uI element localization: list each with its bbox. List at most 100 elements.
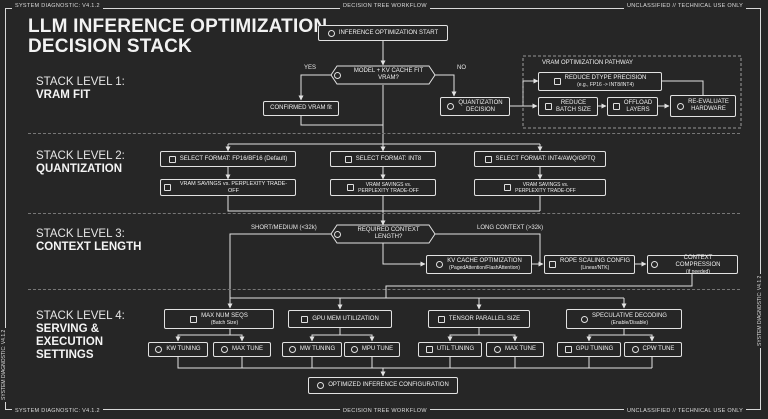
tradeoff-int8-text: VRAM SAVINGS vs. PERPLEXITY TRADE-OFF [358,182,419,194]
quantization-decision-text: QUANTIZATION DECISION [458,100,502,114]
gpu-tuning-node[interactable]: GPU TUNING [557,342,621,357]
reduce-dtype-text: REDUCE DTYPE PRECISION (e.g., FP16 -> IN… [565,75,647,88]
chart-icon [347,184,355,191]
tensor-parallel-size-node[interactable]: TENSOR PARALLEL SIZE [428,310,530,328]
frame-right-side-label: SYSTEM DIAGNOSTIC: V4.1.2 [757,273,763,348]
rope-scaling-text: ROPE SCALING CONFIG (Linear/NTK) [560,258,630,271]
max-num-seqs-node[interactable]: MAX NUM SEQS (Batch Size) [164,309,274,329]
target-icon [334,71,341,79]
confirmed-vram-fit-node[interactable]: CONFIRMED VRAM fit [263,101,339,116]
reduce-batch-text: REDUCE BATCH SIZE [556,100,591,114]
reevaluate-hardware-node[interactable]: RE-EVALUATE HARDWARE [670,95,736,117]
scaling-arrows-icon [548,261,556,268]
gpu-mem-utilization-node[interactable]: GPU MEM UTILIZATION [288,310,392,328]
level-4-subtitle-1: SERVING & [36,323,100,335]
level-separator [28,133,740,134]
context-compression-node[interactable]: CONTEXT COMPRESSION (if needed) [647,255,738,275]
gauge-icon [350,346,358,353]
context-compression-line-2: (if needed) [686,268,710,275]
format-int8-label: SELECT FORMAT: INT8 [355,155,422,162]
gear-icon [317,382,325,389]
grid-icon [437,315,445,323]
reevaluate-hardware-text: RE-EVALUATE HARDWARE [688,99,729,113]
lightbulb-icon [327,29,335,37]
final-configuration-node[interactable]: OPTIMIZED INFERENCE CONFIGURATION [308,377,458,394]
kv-cache-text: KV CACHE OPTIMIZATION (PagedAttention/Fl… [447,258,522,271]
kw-tuning-node[interactable]: KW TUNING [148,342,208,357]
frame-bottom-right-label: UNCLASSIFIED // TECHNICAL USE ONLY [624,408,747,414]
vram-pathway-title: VRAM OPTIMIZATION PATHWAY [540,60,635,66]
max-tune-node[interactable]: MAX TUNE [213,342,271,357]
util-tuning-node[interactable]: UTIL TUNING [418,342,482,357]
tradeoff-int4-line-2: PERPLEXITY TRADE-OFF [515,187,576,194]
format-int4-node[interactable]: SELECT FORMAT: INT4/AWQ/GPTQ [474,151,606,167]
tradeoff-int8-node[interactable]: VRAM SAVINGS vs. PERPLEXITY TRADE-OFF [330,179,436,196]
rope-scaling-line-2: (Linear/NTK) [580,265,610,271]
format-int8-node[interactable]: SELECT FORMAT: INT8 [330,151,436,167]
kv-cache-optimization-node[interactable]: KV CACHE OPTIMIZATION (PagedAttention/Fl… [426,255,532,274]
gauge-icon [288,346,296,353]
level-2-subtitle: QUANTIZATION [36,163,123,175]
max-num-seqs-line-1: MAX NUM SEQS [201,312,248,319]
speculative-decoding-line-1: SPECULATIVE DECODING [592,312,667,319]
cpw-tune-node[interactable]: CPW TUNE [624,342,682,357]
level-separator [28,213,740,214]
tradeoff-fp16-node[interactable]: VRAM SAVINGS vs. PERPLEXITY TRADE-OFF [160,179,296,196]
format-fp16-label: SELECT FORMAT: FP16/BF16 (Default) [179,155,288,162]
reduce-dtype-node[interactable]: REDUCE DTYPE PRECISION (e.g., FP16 -> IN… [538,72,662,91]
frame-top-left-label: SYSTEM DIAGNOSTIC: V4.1.2 [12,3,103,9]
batch-icon [545,103,553,110]
offload-layers-node[interactable]: OFFLOAD LAYERS [607,97,658,116]
vram-fit-decision[interactable]: MODEL + KV CACHE FIT VRAM? [331,67,435,83]
gauge-icon [155,346,163,353]
speculative-decoding-node[interactable]: SPECULATIVE DECODING (Enable/Disable) [566,309,682,329]
mw-tuning-label: MW TUNING [299,346,336,352]
context-length-decision[interactable]: REQUIRED CONTEXT LENGTH? [331,226,435,242]
reduce-batch-node[interactable]: REDUCE BATCH SIZE [538,97,598,116]
tradeoff-int8-line-2: PERPLEXITY TRADE-OFF [358,187,419,194]
gear-icon [436,261,444,268]
reduce-dtype-line-2: (e.g., FP16 -> INT8/INT4) [577,82,634,88]
mw-tuning-node[interactable]: MW TUNING [282,342,342,357]
max-tune-label: MAX TUNE [232,346,263,352]
level-4-name: STACK LEVEL 4: [36,310,125,322]
format-fp16-node[interactable]: SELECT FORMAT: FP16/BF16 (Default) [160,151,296,167]
max-tune-node[interactable]: MAX TUNE [486,342,544,357]
tradeoff-int4-node[interactable]: VRAM SAVINGS vs. PERPLEXITY TRADE-OFF [474,179,606,196]
tradeoff-int4-text: VRAM SAVINGS vs. PERPLEXITY TRADE-OFF [515,182,576,194]
chart-icon [504,184,512,191]
speculative-decoding-line-2: (Enable/Disable) [611,319,648,326]
max-tune-label: MAX TUNE [505,346,536,352]
max-num-seqs-text: MAX NUM SEQS (Batch Size) [201,313,248,326]
tradeoff-fp16-label: VRAM SAVINGS vs. PERPLEXITY TRADE-OFF [179,180,288,194]
frame-bottom-left-label: SYSTEM DIAGNOSTIC: V4.1.2 [12,408,103,414]
memory-chip-icon [301,315,309,323]
gpu-icon [564,346,572,353]
document-icon [344,155,352,163]
no-branch-label: NO [456,65,467,71]
tensor-parallel-size-label: TENSOR PARALLEL SIZE [448,315,521,322]
refresh-icon [677,102,685,110]
quantization-decision-line-1: QUANTIZATION [458,99,503,106]
document-icon [168,155,176,163]
tradeoff-int8-line-1: VRAM SAVINGS vs. [365,181,412,188]
offload-layers-line-1: OFFLOAD [623,99,653,106]
util-tuning-label: UTIL TUNING [436,346,475,352]
target-icon [334,230,341,238]
context-length-decision-shape [330,224,436,244]
rope-scaling-node[interactable]: ROPE SCALING CONFIG (Linear/NTK) [544,255,635,274]
vram-fit-decision-label: MODEL + KV CACHE FIT VRAM? [353,68,424,81]
kw-tuning-label: KW TUNING [166,346,201,352]
level-1-subtitle: VRAM FIT [36,89,91,101]
max-num-seqs-line-2: (Batch Size) [210,319,239,326]
precision-icon [553,78,561,85]
frame-left-side-label: SYSTEM DIAGNOSTIC: V4.1.2 [1,327,7,402]
gauge-icon [221,346,229,353]
mpu-tune-node[interactable]: MPU TUNE [344,342,400,357]
kv-cache-line-1: KV CACHE OPTIMIZATION [447,258,522,264]
level-3-subtitle: CONTEXT LENGTH [36,241,142,253]
level-2-name: STACK LEVEL 2: [36,150,125,162]
quantization-decision-node[interactable]: QUANTIZATION DECISION [440,97,510,116]
start-node[interactable]: INFERENCE OPTIMIZATION START [318,25,448,41]
